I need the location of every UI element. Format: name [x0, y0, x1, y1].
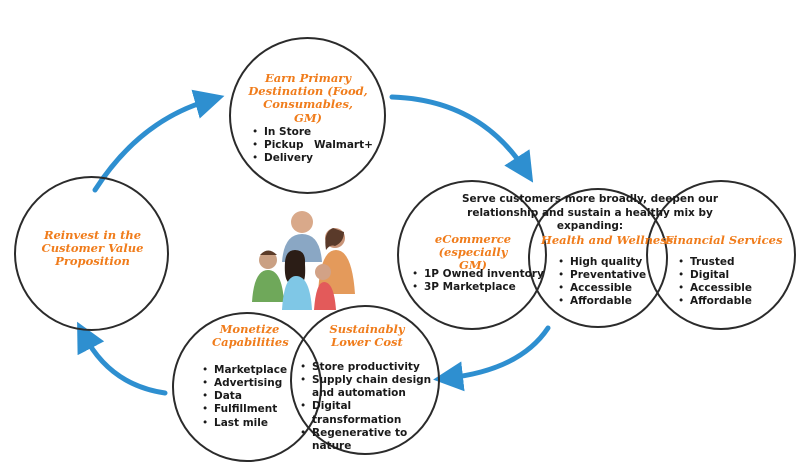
monetize-list: Marketplace Advertising Data Fulfillment… — [202, 364, 287, 430]
list-item: Affordable — [678, 295, 752, 308]
list-item: Affordable — [558, 295, 646, 308]
lower-cost-list: Store productivity Supply chain design a… — [300, 361, 435, 453]
list-item: Delivery — [252, 152, 313, 165]
arrow-right-to-bottom — [433, 325, 551, 392]
list-item: 1P Owned inventory — [412, 268, 544, 281]
list-item: 3P Marketplace — [412, 281, 544, 294]
expansion-intro: Serve customers more broadly, deepen our… — [461, 193, 719, 233]
financial-services-list: Trusted Digital Accessible Affordable — [678, 256, 752, 309]
list-item: Digital — [678, 269, 752, 282]
list-item: High quality — [558, 256, 646, 269]
list-item: Advertising — [202, 377, 287, 390]
list-item: Pickup — [252, 139, 313, 152]
list-item: Preventative — [558, 269, 646, 282]
circle-financial-services — [646, 180, 796, 330]
arrow-top-to-right — [389, 94, 534, 183]
circle-reinvest — [14, 176, 169, 331]
walmart-plus-label: Walmart+ — [314, 139, 373, 151]
health-wellness-title: Health and Wellness — [541, 233, 674, 247]
list-item: Store productivity — [300, 361, 435, 374]
list-item: Data — [202, 390, 287, 403]
ecommerce-list: 1P Owned inventory 3P Marketplace — [412, 268, 544, 294]
circle-lower-cost — [290, 305, 440, 455]
arrow-left-to-top — [92, 89, 225, 193]
list-item: Marketplace — [202, 364, 287, 377]
lower-cost-title: Sustainably Lower Cost — [329, 322, 405, 350]
arrow-bottom-to-left — [77, 321, 168, 396]
list-item: Supply chain design and automation — [300, 374, 435, 400]
list-item: Accessible — [678, 282, 752, 295]
health-wellness-list: High quality Preventative Accessible Aff… — [558, 256, 646, 309]
primary-destination-list: In Store Pickup Delivery — [252, 126, 313, 166]
financial-services-title: Financial Services — [665, 233, 783, 247]
circle-primary-destination — [229, 37, 386, 194]
monetize-title: Monetize Capabilities — [212, 322, 289, 350]
list-item: Last mile — [202, 417, 287, 430]
list-item: Regenerative to nature — [300, 427, 435, 453]
list-item: Accessible — [558, 282, 646, 295]
list-item: Fulfillment — [202, 403, 287, 416]
list-item: In Store — [252, 126, 313, 139]
list-item: Digital transformation — [300, 400, 435, 426]
family-photo — [252, 211, 355, 310]
ecommerce-title: eCommerce (especially GM) — [434, 232, 512, 273]
list-item: Trusted — [678, 256, 752, 269]
primary-destination-title: Earn Primary Destination (Food, Consumab… — [248, 71, 368, 125]
reinvest-title: Reinvest in the Customer Value Propositi… — [41, 228, 144, 269]
